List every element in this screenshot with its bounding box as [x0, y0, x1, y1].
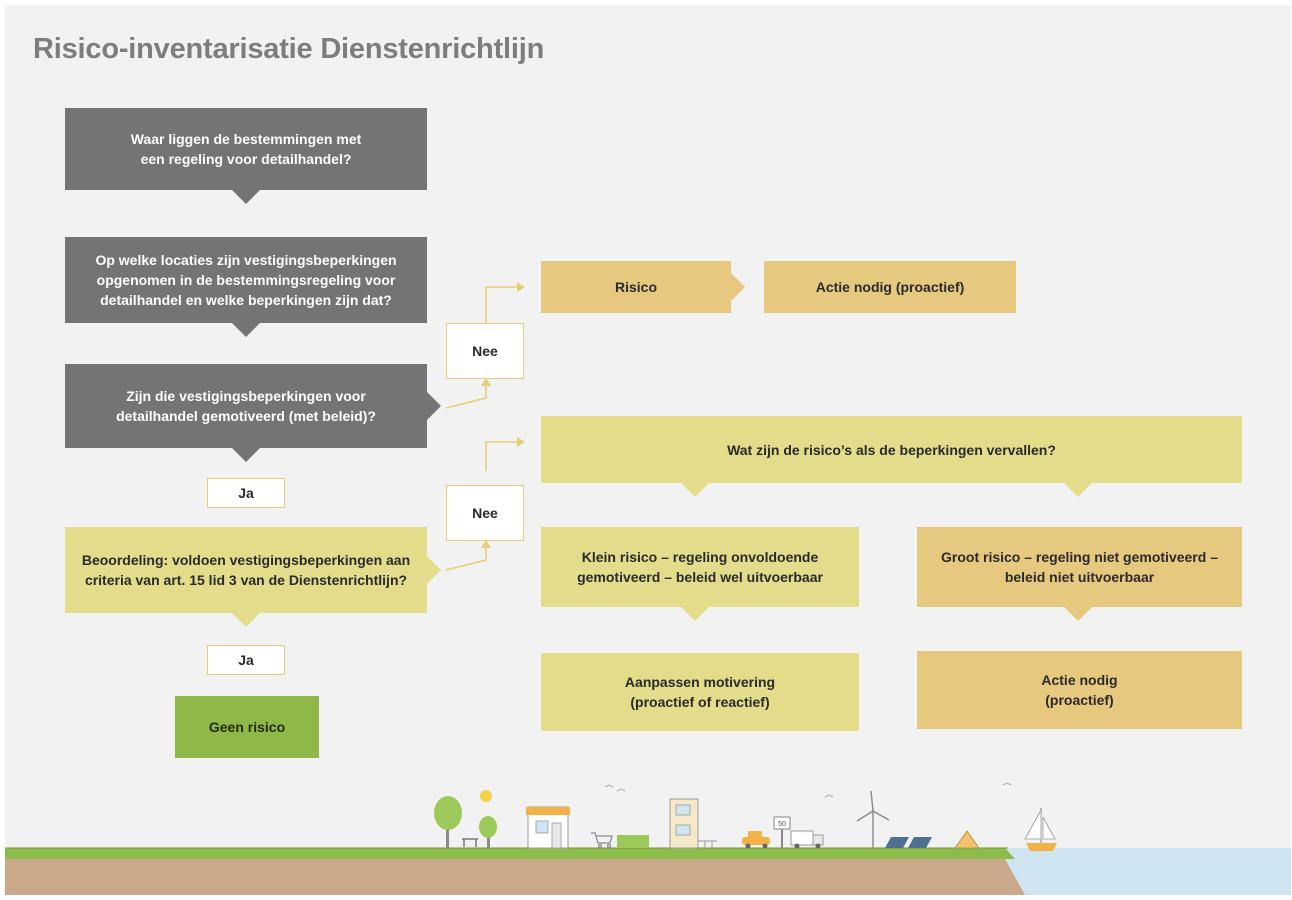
pointer-q4-right: [427, 556, 441, 584]
pointer-groot-down: [1064, 607, 1092, 621]
connector-lines: [445, 282, 525, 571]
soil: [5, 859, 1025, 895]
tree-icon: [434, 796, 462, 848]
step-q2-box: Op welke locaties zijn vestigingsbeperki…: [65, 237, 427, 323]
building-icon: [669, 798, 717, 849]
step-q4-text: Beoordeling: voldoen vestigingsbeperking…: [81, 552, 411, 588]
step-q4-box: Beoordeling: voldoen vestigingsbeperking…: [65, 527, 427, 613]
vraag-risicos-box: Wat zijn de risico’s als de beperkingen …: [541, 416, 1242, 483]
klein-risico-box: Klein risico – regeling onvoldoende gemo…: [541, 527, 859, 607]
diagram-canvas: Risico-inventarisatie Dienstenrichtlijn …: [5, 5, 1291, 895]
bench-icon: [462, 838, 478, 847]
wind-turbine-icon: [856, 790, 890, 848]
risico-text: Risico: [614, 279, 657, 295]
vraag-risicos-text: Wat zijn de risico’s als de beperkingen …: [727, 441, 1056, 458]
connector-q4-nee: [445, 545, 487, 571]
actie-nodig-bottom-box: Actie nodig (proactief): [917, 651, 1242, 729]
geen-risico-box: Geen risico: [175, 696, 319, 758]
speed-sign-icon: 50: [773, 816, 791, 848]
groot-risico-box: Groot risico – regeling niet gemotiveerd…: [917, 527, 1242, 607]
solar-panel-icon: [885, 837, 932, 848]
tree-icon-small: [479, 816, 497, 848]
pointer-q3-down: [232, 448, 260, 462]
aanpassen-box: Aanpassen motivering (proactief of react…: [541, 653, 859, 731]
sun-icon: [480, 790, 492, 802]
connector-q3-nee: [445, 383, 487, 409]
landscape-illustration: 50: [5, 782, 1291, 895]
pointer-vraag-left: [681, 483, 709, 497]
pointer-klein-down: [681, 607, 709, 621]
truck-icon: [790, 830, 824, 849]
step-q1-box: Waar liggen de bestemmingen met een rege…: [65, 108, 427, 190]
arrowhead-up-2: [481, 540, 491, 548]
grass: [5, 848, 1015, 859]
pointer-q2: [232, 323, 260, 337]
tent-icon: [954, 830, 980, 849]
label-ja-1: Ja: [207, 478, 285, 508]
pointer-q3-right: [427, 392, 441, 420]
aanpassen-text: Aanpassen motivering (proactief of react…: [624, 674, 776, 710]
pointer-vraag-right: [1064, 483, 1092, 497]
connector-nee-wat: [485, 441, 519, 471]
groot-risico-text: Groot risico – regeling niet gemotiveerd…: [941, 549, 1218, 585]
pointer-q4-down: [232, 613, 260, 627]
risico-box: Risico: [541, 261, 731, 313]
arrowhead-right-2: [517, 437, 525, 447]
car-icon: [742, 831, 770, 849]
pointer-risico-right: [731, 273, 745, 301]
step-q2-text: Op welke locaties zijn vestigingsbeperki…: [95, 252, 397, 308]
svg-text:50: 50: [778, 821, 786, 828]
shop-icon: [526, 806, 570, 849]
step-q3-text: Zijn die vestigingsbeperkingen voor deta…: [116, 388, 376, 424]
sailboat-icon: [1024, 808, 1057, 851]
label-nee-2: Nee: [446, 485, 524, 541]
step-q3-box: Zijn die vestigingsbeperkingen voor deta…: [65, 364, 427, 448]
shopping-cart-icon: [591, 832, 613, 849]
actie-nodig-bottom-text: Actie nodig (proactief): [1041, 672, 1118, 708]
actie-nodig-top-box: Actie nodig (proactief): [764, 261, 1016, 313]
geen-risico-text: Geen risico: [208, 719, 286, 735]
klein-risico-text: Klein risico – regeling onvoldoende gemo…: [577, 549, 823, 585]
actie-nodig-top-text: Actie nodig (proactief): [815, 279, 965, 295]
pointer-q1: [232, 190, 260, 204]
step-q1-text: Waar liggen de bestemmingen met een rege…: [130, 131, 362, 167]
water: [1005, 848, 1291, 895]
arrowhead-up-1: [481, 378, 491, 386]
connector-nee-risico: [485, 286, 519, 323]
hedge-icon: [617, 835, 649, 848]
label-ja-2: Ja: [207, 645, 285, 675]
label-nee-1: Nee: [446, 323, 524, 379]
arrowhead-right-1: [517, 282, 525, 292]
page-title: Risico-inventarisatie Dienstenrichtlijn: [33, 33, 545, 65]
bird-icon: [604, 782, 1012, 798]
